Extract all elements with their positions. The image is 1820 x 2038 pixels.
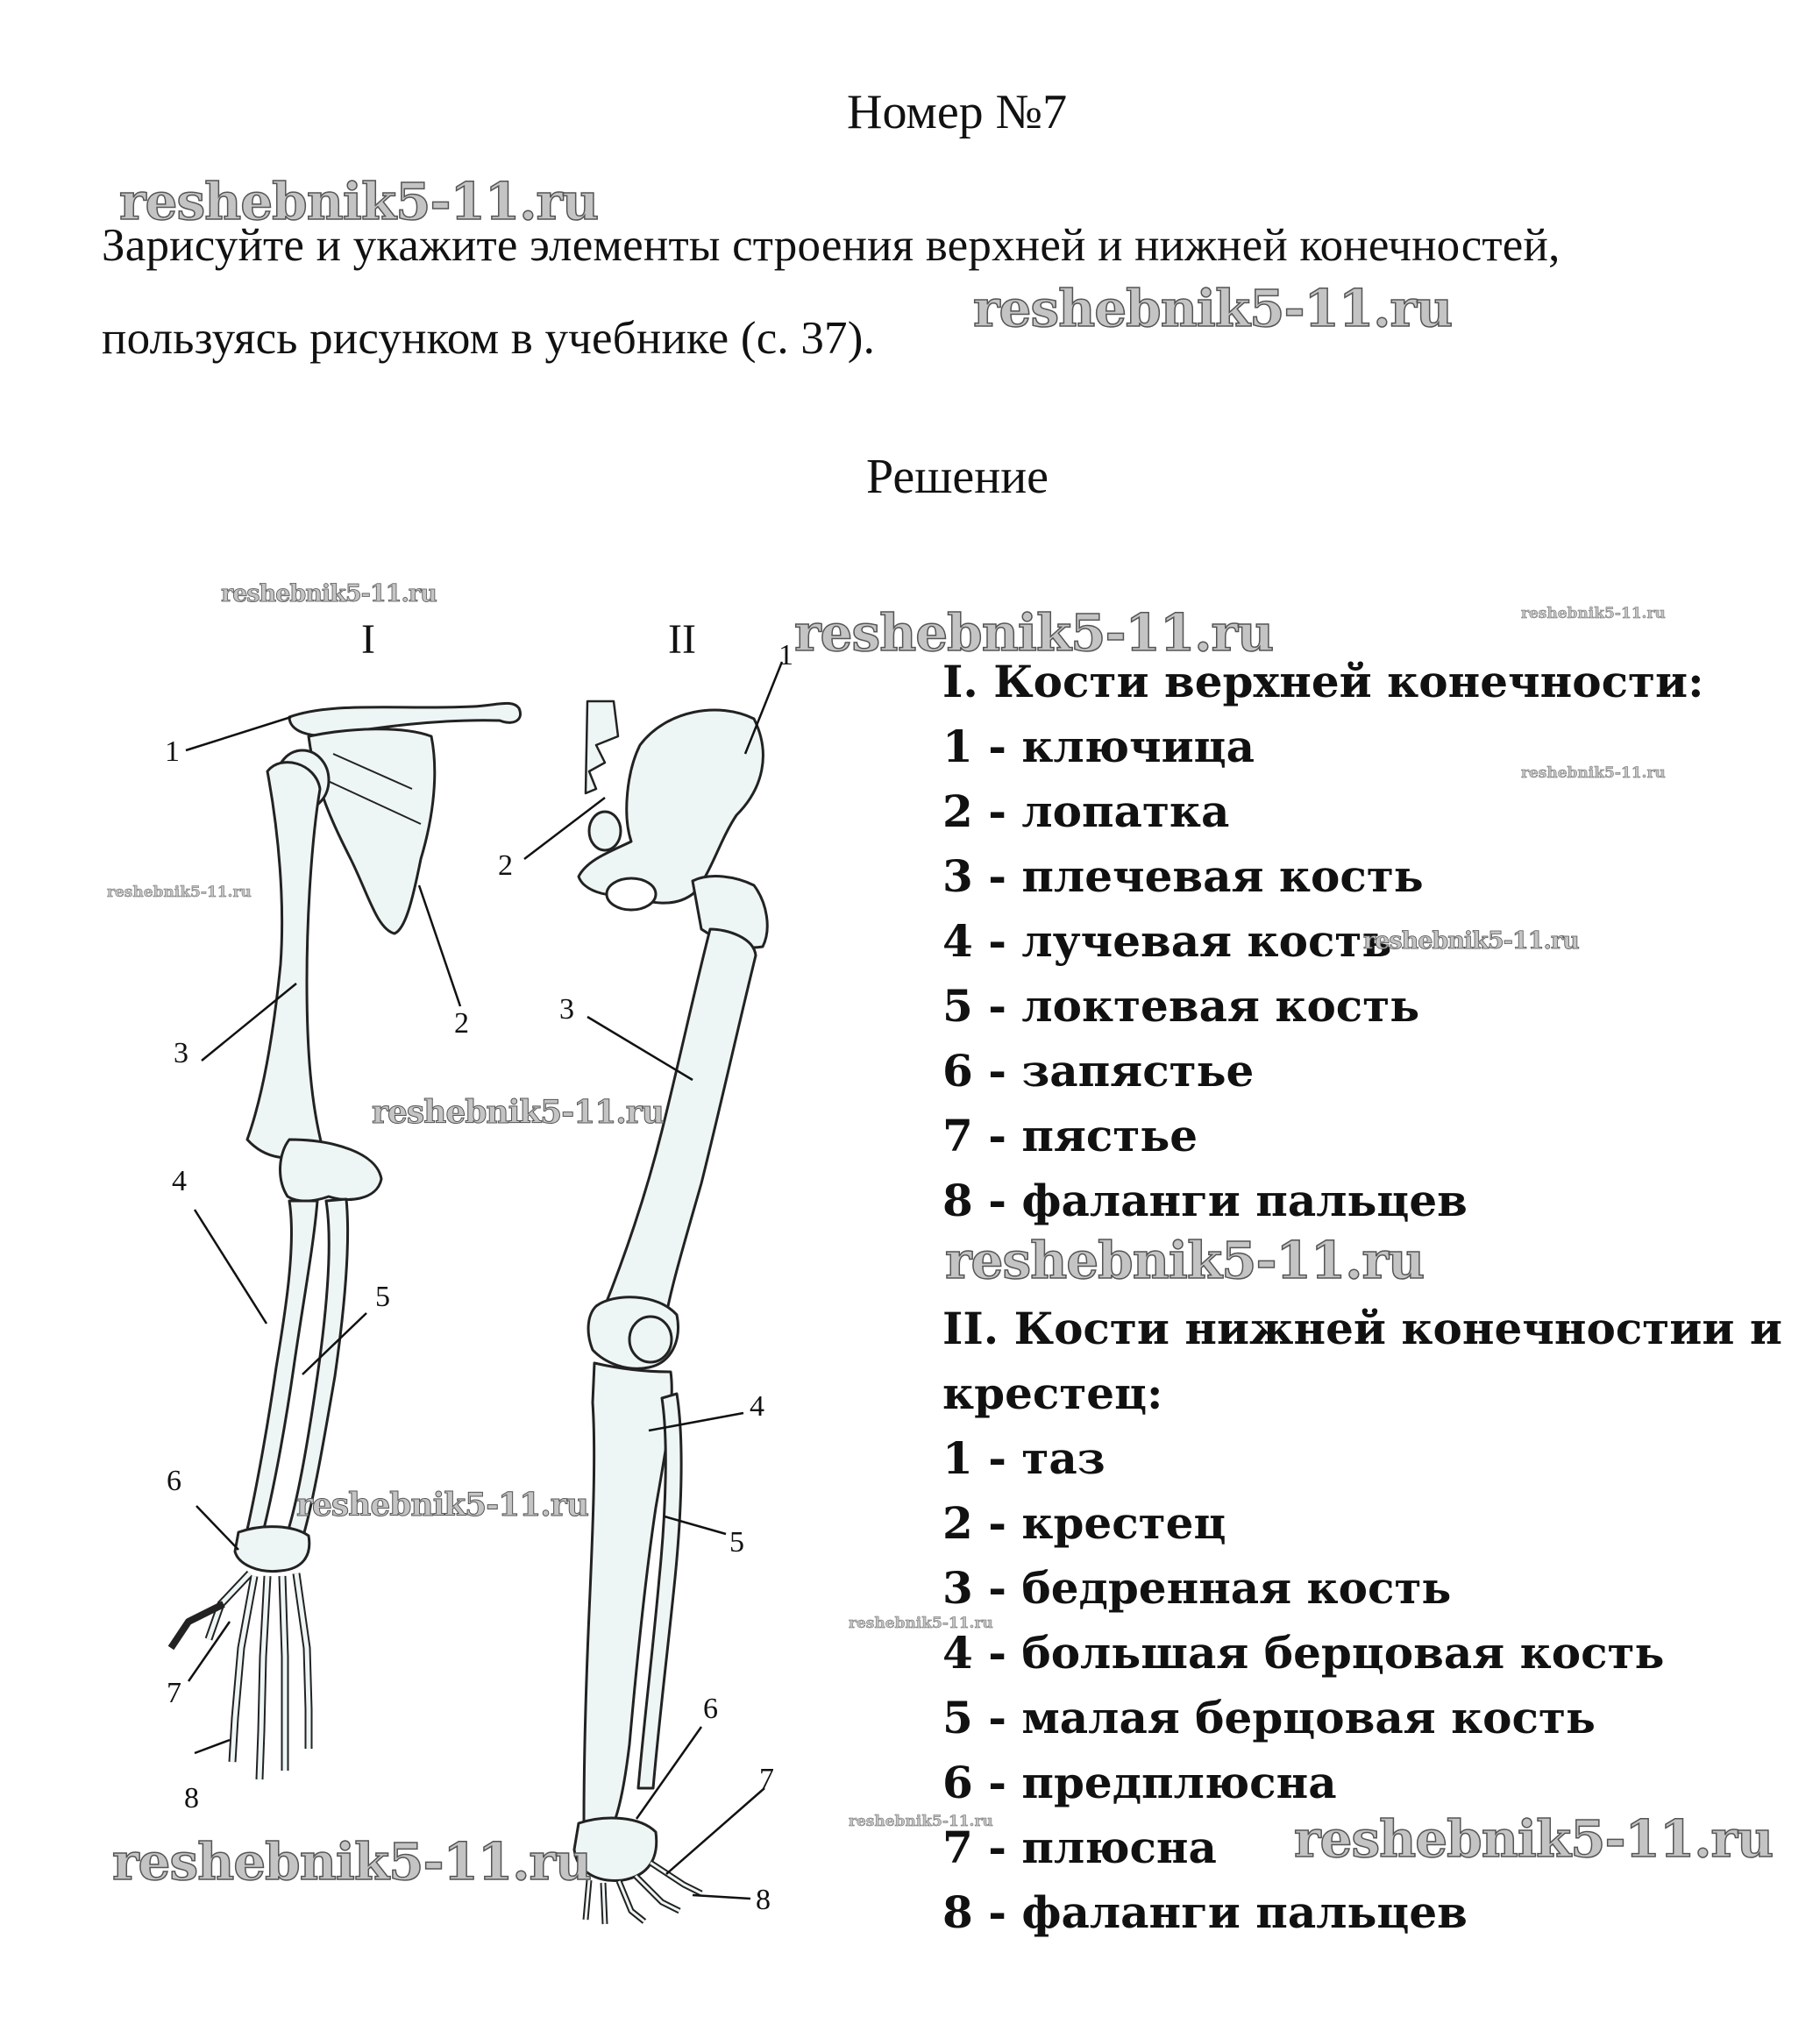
upper-number-5: 5 [375,1281,390,1313]
upper-number-6: 6 [167,1465,181,1497]
upper-number-3: 3 [174,1037,188,1069]
legend-upper-item: 2 - лопатка [942,785,1229,837]
lower-number-3: 3 [559,993,574,1026]
upper-limb-drawing [171,703,520,1779]
upper-number-2: 2 [454,1007,469,1040]
legend-lower-item: 6 - предплюсна [942,1757,1337,1808]
watermark: reshebnik5-11.ru [112,1832,591,1892]
watermark: reshebnik5-11.ru [296,1487,588,1523]
legend-lower-item: 3 - бедренная кость [942,1562,1451,1614]
watermark: reshebnik5-11.ru [107,884,252,901]
watermark: reshebnik5-11.ru [973,279,1452,338]
watermark: reshebnik5-11.ru [849,1813,993,1830]
watermark: reshebnik5-11.ru [119,172,598,231]
watermark: reshebnik5-11.ru [372,1094,664,1131]
lower-limb-drawing [574,701,767,1924]
legend-lower-title: II. Кости нижней конечностии и [942,1303,1782,1354]
legend-lower-item: 2 - крестец [942,1497,1226,1549]
lower-number-4: 4 [750,1390,764,1423]
upper-number-4: 4 [172,1165,187,1197]
figure-label-lower: II [668,616,696,663]
legend-upper-title: I. Кости верхней конечности: [942,656,1704,707]
lower-number-7: 7 [759,1763,774,1795]
legend-upper-item: 1 - ключица [942,721,1255,772]
legend-lower-item: 5 - малая берцовая кость [942,1692,1596,1743]
upper-number-8: 8 [184,1782,199,1814]
lower-number-6: 6 [703,1693,718,1725]
upper-number-1: 1 [165,735,180,768]
watermark: reshebnik5-11.ru [849,1615,993,1632]
watermark: reshebnik5-11.ru [1521,764,1666,782]
legend-upper-item: 4 - лучевая кость [942,915,1391,967]
lower-number-8: 8 [756,1884,771,1916]
upper-number-7: 7 [167,1677,181,1709]
legend-upper-item: 3 - плечевая кость [942,850,1424,902]
legend-upper-item: 7 - пястье [942,1110,1198,1161]
watermark: reshebnik5-11.ru [794,603,1273,663]
lower-number-5: 5 [729,1526,744,1559]
watermark: reshebnik5-11.ru [1521,605,1666,622]
legend-lower-item: 1 - таз [942,1432,1106,1484]
legend-upper-item: 8 - фаланги пальцев [942,1175,1468,1226]
legend-upper-item: 6 - запястье [942,1045,1254,1097]
figure-label-upper: I [361,616,375,663]
watermark: reshebnik5-11.ru [1294,1809,1773,1869]
watermark: reshebnik5-11.ru [1363,927,1579,955]
watermark: reshebnik5-11.ru [945,1231,1424,1290]
lower-number-1: 1 [778,639,793,671]
legend-lower-item: 8 - фаланги пальцев [942,1886,1468,1938]
legend-lower-title-cont: крестец: [942,1367,1163,1419]
watermark: reshebnik5-11.ru [221,580,437,607]
lower-number-2: 2 [498,849,513,882]
legend-upper-item: 5 - локтевая кость [942,980,1419,1032]
legend-lower-item: 4 - большая берцовая кость [942,1627,1664,1679]
